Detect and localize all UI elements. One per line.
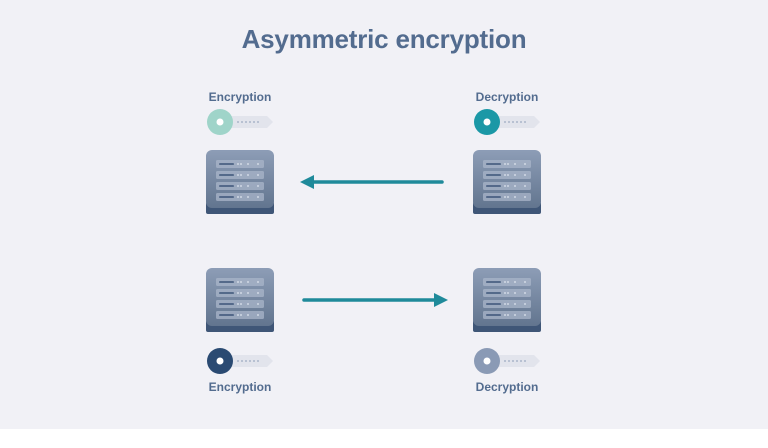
top-left-server-icon bbox=[206, 150, 274, 214]
top-right-server-icon bbox=[473, 150, 541, 214]
bottom-right-key-icon bbox=[472, 347, 542, 375]
bottom-left-server-icon bbox=[206, 268, 274, 332]
diagram-canvas: Asymmetric encryption Encryption Decrypt… bbox=[0, 0, 768, 429]
top-left-key-icon bbox=[205, 108, 275, 136]
arrow-left-icon bbox=[298, 174, 446, 190]
top-right-key-label: Decryption bbox=[475, 90, 539, 104]
diagram-title: Asymmetric encryption bbox=[241, 24, 527, 54]
bottom-left-key-label: Encryption bbox=[208, 380, 272, 394]
top-right-key-icon bbox=[472, 108, 542, 136]
bottom-right-server-icon bbox=[473, 268, 541, 332]
bottom-right-key-label: Decryption bbox=[475, 380, 539, 394]
bottom-left-key-icon bbox=[205, 347, 275, 375]
arrow-right-icon bbox=[300, 292, 450, 308]
top-left-key-label: Encryption bbox=[208, 90, 272, 104]
